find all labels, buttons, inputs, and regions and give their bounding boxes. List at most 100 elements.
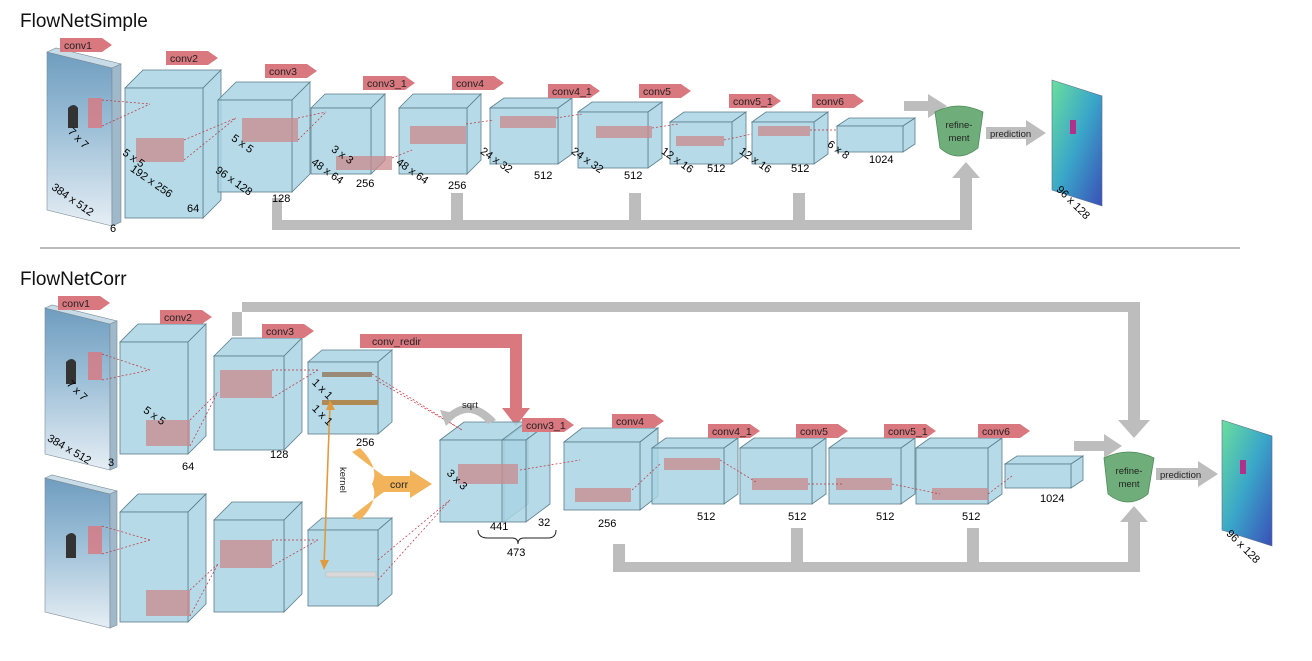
simple-channel-4: 512 (534, 170, 552, 182)
corr-conv-5: conv4 (612, 414, 664, 428)
corr-channel-1: 128 (270, 449, 288, 461)
simple-refinement: refine- ment (934, 105, 984, 157)
corr-block-10 (738, 437, 828, 505)
connection-line (101, 525, 151, 541)
connection-line (555, 113, 583, 119)
corr-conv-6-label: conv4_1 (712, 426, 752, 438)
connection-line (271, 539, 319, 567)
corr-kernel-box-9 (932, 488, 988, 500)
corr-channel-5: 512 (788, 511, 806, 523)
connection-line (101, 369, 151, 381)
simple-channel-0: 64 (187, 203, 199, 215)
simple-kernel-box-5 (596, 126, 652, 138)
corr-kernel-word: kernel (337, 467, 348, 493)
corr-kernel-bars (320, 372, 378, 578)
connection-line (465, 119, 495, 125)
sqrt-arrow: sqrt (440, 400, 496, 426)
simple-blocks (101, 69, 917, 219)
simple-channel-1: 128 (272, 193, 290, 205)
simple-channel-2: 256 (356, 178, 374, 190)
connection-line (101, 353, 151, 371)
simple-block-7 (750, 111, 830, 165)
simple-block-8 (835, 117, 917, 153)
corr-block-13 (1003, 455, 1085, 489)
simple-conv-2-label: conv3 (269, 66, 297, 78)
corr-refinement: refine- ment (1103, 451, 1155, 503)
simple-refine-l2: ment (948, 133, 969, 144)
corr-channel-4: 512 (697, 511, 715, 523)
corr-prediction-label: prediction (1160, 470, 1201, 481)
connection-line (297, 111, 327, 119)
simple-conv-0-label: conv1 (64, 40, 92, 52)
simple-refine-l1: refine- (946, 120, 973, 131)
simple-kernel-box-1 (242, 118, 298, 142)
corr-kernel-box-3 (220, 540, 272, 568)
simple-conv-1: conv2 (166, 51, 218, 65)
corr-conv-0: conv1 (58, 296, 110, 310)
corr-prediction-arrow: prediction (1156, 461, 1218, 487)
simple-conv-7: conv5_1 (729, 94, 781, 108)
corr-kernel-box-0 (146, 420, 190, 446)
sqrt-label: sqrt (462, 400, 478, 411)
corr-conv-9-label: conv6 (982, 426, 1010, 438)
simple-kernel-box-6 (676, 136, 724, 146)
corr-label: corr (390, 479, 409, 491)
corr-conv-4-label: conv3_1 (526, 420, 566, 432)
simple-conv-5: conv4_1 (548, 84, 600, 98)
corr-conv-8: conv5_1 (884, 424, 936, 438)
connection-line (189, 391, 219, 421)
simple-channel-7: 512 (791, 163, 809, 175)
connection-line (101, 99, 151, 105)
corr-block-2 (306, 349, 394, 435)
simple-conv-8-label: conv6 (816, 96, 844, 108)
conv-redir-label: conv_redir (372, 336, 422, 348)
corr-kernel-box-2 (146, 590, 190, 616)
simple-conv-3-label: conv3_1 (367, 78, 407, 90)
simple-title: FlowNetSimple (20, 11, 148, 32)
corr-output-flow (1221, 419, 1273, 547)
simple-kernel-box-4 (500, 116, 556, 128)
simple-block-1 (217, 81, 311, 193)
corr-channel-3: 256 (598, 518, 616, 530)
connection-line (377, 499, 451, 581)
corr-kernel-box-1 (220, 370, 272, 398)
corr-conv-8-label: conv5_1 (888, 426, 928, 438)
connection-line (189, 563, 219, 617)
simple-prediction-label: prediction (990, 129, 1031, 140)
simple-kernel-box-0 (136, 138, 184, 162)
corr-kernel-box-8 (836, 478, 892, 490)
concat-total: 473 (507, 547, 525, 559)
corr-channel-2: 256 (356, 437, 374, 449)
simple-conv-4-label: conv4 (456, 78, 484, 90)
corr-channel-6: 512 (876, 511, 894, 523)
connection-line (101, 103, 151, 127)
corr-conv-4: conv3_1 (522, 418, 574, 432)
concat-a: 441 (490, 521, 508, 533)
corr-merge-arrow: corr (352, 448, 432, 520)
simple-block-4 (488, 97, 574, 165)
connection-line (101, 539, 151, 555)
connection-line (297, 111, 327, 141)
corr-conv-2-label: conv3 (266, 326, 294, 338)
corr-conv-5-label: conv4 (616, 416, 644, 428)
corr-input-image-1 (44, 304, 118, 471)
corr-input-image-2 (44, 474, 118, 629)
simple-prediction-arrow: prediction (986, 120, 1046, 146)
connection-line (891, 483, 941, 495)
concat-brace (477, 529, 557, 545)
corr-kernel-box-6 (664, 458, 720, 470)
simple-kernel-box-2 (336, 156, 392, 170)
connection-line (271, 369, 319, 399)
corr-block-9 (650, 437, 740, 505)
simple-conv-8: conv6 (812, 94, 864, 108)
concat-b: 32 (538, 517, 550, 529)
simple-conv-5-label: conv4_1 (552, 86, 592, 98)
simple-conv-1-label: conv2 (170, 53, 198, 65)
simple-input-channels: 6 (110, 223, 116, 235)
corr-conv-1-label: conv2 (164, 312, 192, 324)
corr-conv-0-label: conv1 (62, 298, 90, 310)
connection-line (723, 133, 753, 141)
simple-conv-3: conv3_1 (363, 76, 415, 90)
